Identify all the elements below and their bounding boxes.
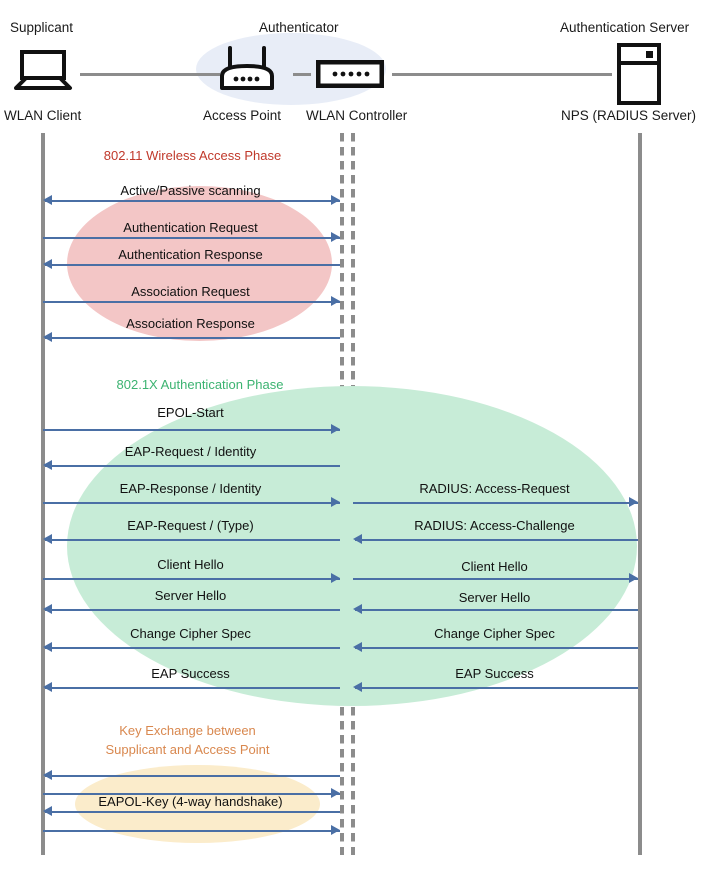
message-arrow-line — [45, 337, 340, 339]
arrow-head-left-icon — [43, 195, 52, 205]
message-arrow-line — [355, 539, 638, 541]
message-label: EPOL-Start — [157, 405, 224, 420]
arrow-head-left-icon — [43, 332, 52, 342]
arrow-head-left-icon — [43, 642, 52, 652]
arrow-head-left-icon — [43, 770, 52, 780]
arrow-head-right-icon — [331, 788, 340, 798]
arrow-head-right-icon — [331, 825, 340, 835]
message-label: Active/Passive scanning — [120, 183, 261, 198]
message-arrow-line — [43, 578, 340, 580]
wire-client-to-ap — [80, 73, 220, 76]
access-point-icon — [216, 46, 278, 99]
arrow-head-left-icon — [353, 604, 362, 614]
arrow-head-right-icon — [331, 573, 340, 583]
arrow-head-right-icon — [629, 573, 638, 583]
message-arrow-line — [45, 609, 340, 611]
message-arrow-line — [355, 687, 638, 689]
actor-name-wlan-client: WLAN Client — [4, 108, 82, 123]
message-label: Client Hello — [461, 559, 528, 574]
message-arrow-line — [43, 429, 340, 431]
message-arrow-line — [353, 502, 638, 504]
message-arrow-line — [43, 502, 340, 504]
arrow-head-right-icon — [331, 424, 340, 434]
phase-ellipse-dot1x — [67, 386, 637, 706]
message-arrow-line — [45, 264, 340, 266]
phase-label-dot1x: 802.1X Authentication Phase — [116, 377, 284, 392]
arrow-head-left-icon — [353, 642, 362, 652]
message-label: EAP Success — [455, 666, 534, 681]
actor-role-supplicant: Supplicant — [10, 20, 74, 35]
wlan-controller-icon — [315, 59, 385, 93]
arrow-head-left-icon — [43, 259, 52, 269]
message-arrow-line — [45, 539, 340, 541]
message-arrow-line — [43, 830, 340, 832]
arrow-head-left-icon — [353, 682, 362, 692]
arrow-head-left-icon — [43, 534, 52, 544]
message-label: RADIUS: Access-Challenge — [414, 518, 575, 533]
message-label: EAPOL-Key (4-way handshake) — [98, 794, 283, 809]
message-label: Server Hello — [458, 590, 531, 605]
lifeline-supplicant — [41, 133, 45, 855]
message-label: Association Response — [126, 316, 255, 331]
phase-label-keyexchange-line2: Supplicant and Access Point — [105, 742, 270, 757]
message-label: EAP-Response / Identity — [119, 481, 262, 496]
laptop-icon — [12, 50, 74, 97]
message-label: Server Hello — [154, 588, 227, 603]
message-label: Authentication Request — [123, 220, 258, 235]
message-label: EAP Success — [151, 666, 230, 681]
phase-label-keyexchange-line1: Key Exchange between — [119, 723, 256, 738]
arrow-head-right-icon — [331, 296, 340, 306]
message-label: Association Request — [131, 284, 250, 299]
arrow-head-left-icon — [43, 682, 52, 692]
lifeline-auth-server — [638, 133, 642, 855]
arrow-head-right-icon — [629, 497, 638, 507]
message-label: Change Cipher Spec — [434, 626, 555, 641]
message-label: Change Cipher Spec — [130, 626, 251, 641]
message-arrow-line — [45, 687, 340, 689]
actor-role-auth-server: Authentication Server — [560, 20, 690, 35]
message-arrow-line — [355, 647, 638, 649]
message-arrow-line — [45, 775, 340, 777]
message-label: EAP-Request / Identity — [124, 444, 257, 459]
message-arrow-line — [43, 237, 340, 239]
wire-ap-to-controller — [293, 73, 311, 76]
arrow-head-right-icon — [331, 195, 340, 205]
actor-name-wlan-controller: WLAN Controller — [306, 108, 408, 123]
message-label: EAP-Request / (Type) — [127, 518, 254, 533]
actor-name-nps-radius: NPS (RADIUS Server) — [561, 108, 697, 123]
message-label: Authentication Response — [118, 247, 263, 262]
arrow-head-left-icon — [43, 806, 52, 816]
arrow-head-right-icon — [331, 232, 340, 242]
phase-label-wireless: 802.11 Wireless Access Phase — [103, 148, 282, 163]
message-arrow-line — [45, 200, 340, 202]
arrow-head-right-icon — [331, 497, 340, 507]
arrow-head-left-icon — [353, 534, 362, 544]
phase-ellipse-wireless — [67, 186, 332, 341]
message-arrow-line — [353, 578, 638, 580]
message-arrow-line — [43, 301, 340, 303]
message-arrow-line — [43, 793, 340, 795]
server-icon — [617, 43, 661, 110]
message-arrow-line — [45, 647, 340, 649]
message-label: RADIUS: Access-Request — [419, 481, 570, 496]
actor-name-access-point: Access Point — [203, 108, 282, 123]
message-label: Client Hello — [157, 557, 224, 572]
message-arrow-line — [45, 811, 340, 813]
arrow-head-left-icon — [43, 460, 52, 470]
wire-controller-to-server — [392, 73, 612, 76]
arrow-head-left-icon — [43, 604, 52, 614]
message-arrow-line — [45, 465, 340, 467]
actor-role-authenticator: Authenticator — [259, 20, 339, 35]
message-arrow-line — [355, 609, 638, 611]
